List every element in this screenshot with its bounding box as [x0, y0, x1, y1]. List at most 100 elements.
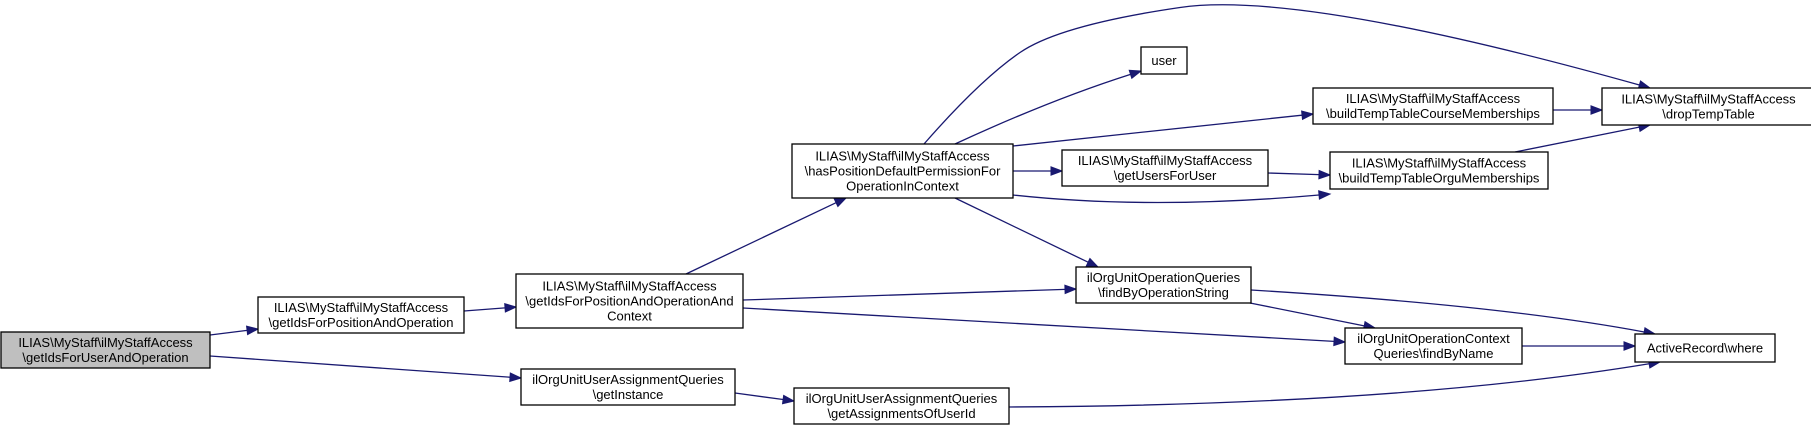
edge-line: [1012, 114, 1303, 147]
node-box: [1344, 327, 1523, 365]
node-label-line: Context: [607, 309, 652, 324]
arrowhead: [781, 394, 796, 405]
edge-n12-to-n13: [1514, 122, 1652, 153]
node-label-line: ILIAS\MyStaff\ilMyStaffAccess: [18, 335, 193, 350]
node-n8[interactable]: ilOrgUnitUserAssignmentQueries\getAssign…: [793, 387, 1010, 425]
node-label-line: \getUsersForUser: [1114, 168, 1217, 183]
edge-line: [463, 307, 506, 312]
arrowhead: [1050, 166, 1064, 176]
arrowhead: [1318, 190, 1332, 200]
edge-n1-to-n2: [209, 325, 260, 336]
edge-line: [1012, 194, 1320, 204]
node-box: [1634, 333, 1776, 363]
node-label-line: \findByOperationString: [1098, 285, 1229, 300]
edge-line: [685, 202, 837, 275]
nodes-layer: ILIAS\MyStaff\ilMyStaffAccess\getIdsForU…: [0, 46, 1811, 425]
arrowhead: [1623, 341, 1637, 351]
node-n2[interactable]: ILIAS\MyStaff\ilMyStaffAccess\getIdsForP…: [257, 296, 465, 334]
edge-n5-to-n6: [954, 197, 1100, 268]
edge-n11-to-n13: [1553, 105, 1604, 115]
node-box: [793, 387, 1010, 425]
node-label-line: \dropTempTable: [1662, 107, 1755, 122]
node-label-line: \buildTempTableCourseMemberships: [1326, 106, 1540, 121]
arrowhead: [1590, 105, 1604, 115]
node-label-line: \getAssignmentsOfUserId: [827, 406, 975, 421]
edge-n3-to-n5: [685, 197, 848, 275]
edge-line: [1514, 126, 1640, 153]
node-label-line: \buildTempTableOrguMemberships: [1339, 171, 1540, 186]
arrowhead: [245, 325, 260, 336]
node-label-line: user: [1151, 53, 1177, 68]
node-box: [1601, 87, 1811, 126]
edge-n8-to-n14: [1008, 359, 1662, 408]
arrowhead: [1301, 110, 1315, 121]
node-box: [1329, 151, 1549, 190]
arrowhead: [504, 302, 518, 313]
arrowhead: [1128, 69, 1143, 80]
node-box: [257, 296, 465, 334]
edge-line: [209, 329, 248, 336]
node-label-line: ILIAS\MyStaff\ilMyStaffAccess: [1078, 153, 1253, 168]
node-n7[interactable]: ilOrgUnitOperationContextQueries\findByN…: [1344, 327, 1523, 365]
node-n12[interactable]: ILIAS\MyStaff\ilMyStaffAccess\buildTempT…: [1329, 151, 1549, 190]
node-n6[interactable]: ilOrgUnitOperationQueries\findByOperatio…: [1075, 266, 1252, 304]
node-label-line: ILIAS\MyStaff\ilMyStaffAccess: [1621, 92, 1796, 107]
node-label-line: \getIdsForPositionAndOperationAnd: [525, 294, 733, 309]
node-label-line: ilOrgUnitOperationContext: [1357, 331, 1510, 346]
arrowhead: [1318, 169, 1332, 180]
edge-n3-to-n6: [742, 284, 1078, 301]
edge-n2-to-n3: [463, 302, 518, 313]
node-label-line: OperationInContext: [846, 179, 959, 194]
edge-n5-to-n12: [1012, 190, 1332, 204]
node-n3[interactable]: ILIAS\MyStaff\ilMyStaffAccess\getIdsForP…: [515, 273, 744, 329]
edge-line: [742, 288, 1066, 301]
node-n9[interactable]: user: [1140, 46, 1188, 75]
node-box: [1075, 266, 1252, 304]
node-label-line: ActiveRecord\where: [1647, 341, 1763, 356]
node-box: [1312, 87, 1554, 125]
edge-n4-to-n8: [734, 392, 796, 405]
edge-n5-to-n9: [954, 69, 1143, 145]
node-label-line: ILIAS\MyStaff\ilMyStaffAccess: [1346, 91, 1521, 106]
node-label-line: ilOrgUnitUserAssignmentQueries: [532, 372, 724, 387]
arrowhead: [833, 197, 848, 208]
node-n5[interactable]: ILIAS\MyStaff\ilMyStaffAccess\hasPositio…: [791, 143, 1014, 199]
edge-line: [1249, 302, 1365, 327]
edge-line: [1008, 363, 1650, 408]
node-label-line: \hasPositionDefaultPermissionFor: [805, 164, 1001, 179]
node-label-line: \getIdsForPositionAndOperation: [269, 315, 454, 330]
node-label-line: ILIAS\MyStaff\ilMyStaffAccess: [1352, 156, 1527, 171]
node-box: [520, 368, 736, 406]
node-label-line: ILIAS\MyStaff\ilMyStaffAccess: [274, 300, 449, 315]
edge-n5-to-n11: [1012, 110, 1315, 147]
edge-line: [1267, 172, 1320, 176]
edge-line: [742, 307, 1335, 343]
arrowhead: [1085, 257, 1100, 268]
node-label-line: ilOrgUnitUserAssignmentQueries: [806, 391, 998, 406]
edge-n1-to-n4: [209, 355, 523, 383]
node-label-line: \getInstance: [593, 387, 664, 402]
edge-n6-to-n7: [1249, 302, 1377, 331]
node-n13[interactable]: ILIAS\MyStaff\ilMyStaffAccess\dropTempTa…: [1601, 87, 1811, 126]
node-box: [515, 273, 744, 329]
node-box: [1140, 46, 1188, 75]
node-box: [791, 143, 1014, 199]
node-n14[interactable]: ActiveRecord\where: [1634, 333, 1776, 363]
arrowhead: [1064, 284, 1078, 295]
node-n4[interactable]: ilOrgUnitUserAssignmentQueries\getInstan…: [520, 368, 736, 406]
node-label-line: ilOrgUnitOperationQueries: [1087, 270, 1241, 285]
edge-line: [734, 392, 784, 401]
node-n11[interactable]: ILIAS\MyStaff\ilMyStaffAccess\buildTempT…: [1312, 87, 1554, 125]
edge-line: [923, 4, 1640, 145]
edge-line: [209, 355, 511, 378]
arrowhead: [509, 372, 523, 383]
node-label-line: ILIAS\MyStaff\ilMyStaffAccess: [542, 279, 717, 294]
node-n10[interactable]: ILIAS\MyStaff\ilMyStaffAccess\getUsersFo…: [1061, 149, 1269, 187]
edges-layer: [209, 4, 1662, 408]
node-n1[interactable]: ILIAS\MyStaff\ilMyStaffAccess\getIdsForU…: [0, 331, 211, 369]
edge-n7-to-n14: [1522, 341, 1637, 351]
edge-n3-to-n7: [742, 307, 1347, 347]
edge-n10-to-n12: [1267, 169, 1332, 180]
edge-line: [954, 197, 1089, 263]
